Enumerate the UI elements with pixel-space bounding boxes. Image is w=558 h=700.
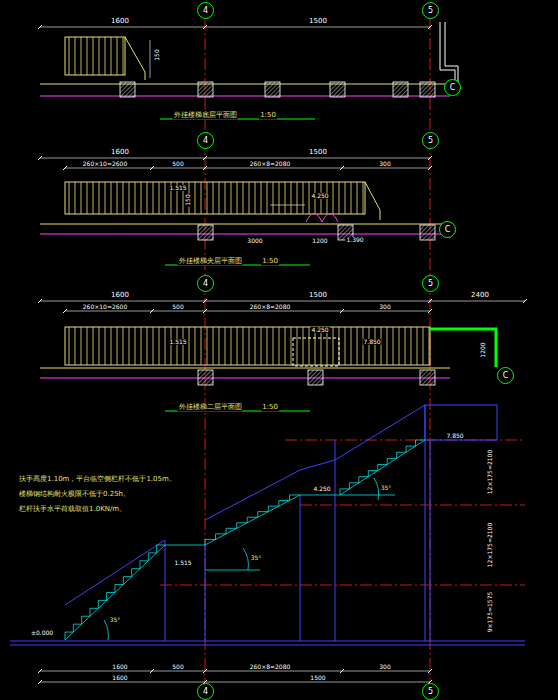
dimension: 1200 (311, 238, 328, 244)
view-title: 外挂楼梯底层平面图 (173, 112, 238, 119)
axis-number: 5 (428, 688, 433, 696)
axis-number: C (503, 372, 509, 380)
axis-number: 4 (203, 280, 208, 288)
axis-number: C (450, 84, 456, 92)
axis-bubble: C (444, 79, 461, 96)
level-mark: 7.850 (362, 339, 381, 345)
stair-steps (205, 495, 300, 545)
level-mark: 1.390 (345, 237, 364, 243)
note: 栏杆扶手水平荷载取值1.0KN/m。 (18, 506, 127, 513)
dimension: 12×175=2100 (487, 522, 493, 568)
axis-number: C (445, 226, 451, 234)
scale: 1:50 (259, 112, 277, 119)
axis-number: 4 (203, 7, 208, 15)
axis-bubble: 5 (422, 132, 439, 149)
axis-number: 5 (428, 7, 433, 15)
axis-number: 4 (203, 137, 208, 145)
angle: 35° (380, 485, 393, 491)
dimension: 300 (378, 161, 391, 167)
axis-bubble: 4 (197, 2, 214, 19)
dimension: 9×175=1575 (487, 591, 493, 634)
level-mark: ±0.000 (30, 630, 54, 636)
dimension: 300 (378, 664, 391, 670)
dimension: 500 (171, 161, 184, 167)
dimension: 500 (171, 664, 184, 670)
axis-bubble: 5 (422, 683, 439, 700)
level-mark: 1.515 (173, 560, 192, 566)
level-mark: 1.515 (168, 185, 187, 191)
dimension: 1600 (111, 664, 128, 670)
axis-bubble: 5 (422, 275, 439, 292)
dimension: 300 (378, 304, 391, 310)
note: 扶手高度1.10m，平台临空侧栏杆不低于1.05m。 (18, 476, 177, 483)
dimension: 260×8=2080 (249, 304, 292, 310)
dimension: 1500 (308, 292, 328, 299)
level-mark: 4.250 (312, 486, 331, 492)
axis-bubble: 5 (422, 2, 439, 19)
scale: 1:50 (261, 258, 279, 265)
dimension: 1600 (110, 292, 130, 299)
angle: 35° (250, 555, 263, 561)
view-title: 外挂楼梯二层平面图 (178, 404, 243, 411)
dimension: 500 (171, 304, 184, 310)
dimension: 1500 (308, 18, 328, 25)
scale: 1:50 (261, 404, 279, 411)
angle: 35° (109, 617, 122, 623)
dimension: 1600 (111, 675, 128, 681)
level-mark: 1.515 (168, 339, 187, 345)
level-mark: 4.250 (310, 327, 329, 333)
axis-bubble: C (439, 221, 456, 238)
axis-bubble: 4 (197, 132, 214, 149)
dimension: 260×8=2080 (249, 664, 292, 670)
note: 楼梯钢结构耐火极限不低于0.25h。 (18, 491, 131, 498)
dimension: 150 (154, 48, 160, 61)
dimension: 150 (185, 193, 191, 206)
stair-steps (340, 440, 425, 495)
dimension: 1200 (480, 341, 486, 358)
axis-bubble: C (497, 367, 514, 384)
axis-number: 5 (428, 137, 433, 145)
axis-bubble: 4 (197, 683, 214, 700)
dimension: 3000 (246, 238, 263, 244)
axis-number: 5 (428, 280, 433, 288)
dimension: 1500 (308, 149, 328, 156)
axis-number: 4 (203, 688, 208, 696)
level-mark: 7.850 (445, 433, 464, 439)
stair-steps (65, 545, 165, 640)
dimension: 2400 (470, 292, 490, 299)
dimension: 1600 (110, 149, 130, 156)
axis-bubble: 4 (197, 275, 214, 292)
dimension: 1600 (110, 18, 130, 25)
level-mark: 4.250 (310, 193, 329, 199)
dimension: 260×8=2080 (249, 161, 292, 167)
dimension: 260×10=2600 (82, 304, 128, 310)
view-title: 外挂楼梯夹层平面图 (178, 258, 243, 265)
dimension: 260×10=2600 (82, 161, 128, 167)
dimension: 12×175=2100 (487, 449, 493, 495)
dimension: 1500 (309, 675, 326, 681)
